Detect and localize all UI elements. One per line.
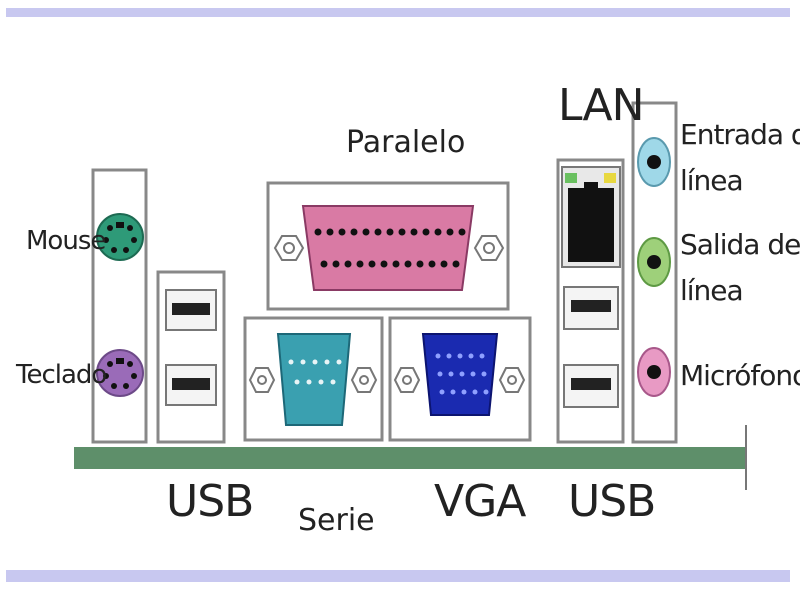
serial-screw-left	[248, 367, 276, 393]
lan-led-activity	[604, 173, 616, 183]
parallel-pin	[344, 260, 352, 268]
mouse-label: Mouse	[26, 226, 106, 256]
parallel-pin	[422, 228, 430, 236]
vga-label: VGA	[434, 476, 526, 527]
serial-port	[276, 333, 352, 426]
serial-label: Serie	[298, 503, 375, 538]
parallel-pin	[428, 260, 436, 268]
parallel-pin	[320, 260, 328, 268]
parallel-pin	[440, 260, 448, 268]
line-out-jack	[637, 237, 671, 287]
usb-left-port-2	[165, 364, 217, 406]
lan-port	[561, 166, 621, 268]
line-out-label: Salida de línea	[680, 228, 800, 307]
parallel-pin	[392, 260, 400, 268]
parallel-pin	[356, 260, 364, 268]
microphone-jack	[637, 347, 671, 397]
vga-port	[421, 333, 499, 416]
mouse-port	[96, 213, 144, 261]
microphone-label: Micrófono	[680, 359, 800, 392]
parallel-pin	[314, 228, 322, 236]
parallel-pin	[326, 228, 334, 236]
parallel-pin	[332, 260, 340, 268]
usb-right-label: USB	[568, 476, 656, 527]
parallel-pin	[368, 260, 376, 268]
parallel-pin	[404, 260, 412, 268]
parallel-pin	[434, 228, 442, 236]
motherboard-edge	[74, 447, 746, 469]
parallel-screw-right	[473, 235, 505, 261]
parallel-label: Paralelo	[346, 125, 466, 160]
serial-screw-right	[350, 367, 378, 393]
parallel-pin	[338, 228, 346, 236]
ps2-housing	[91, 168, 148, 444]
parallel-pin	[416, 260, 424, 268]
parallel-pin	[446, 228, 454, 236]
line-in-jack	[637, 137, 671, 187]
parallel-pin	[374, 228, 382, 236]
vga-screw-right	[498, 367, 526, 393]
parallel-pin	[380, 260, 388, 268]
parallel-pin	[452, 260, 460, 268]
keyboard-port	[96, 349, 144, 397]
line-in-label: Entrada de línea	[680, 118, 800, 197]
vga-screw-left	[393, 367, 421, 393]
usb-left-label: USB	[166, 476, 254, 527]
parallel-pin	[410, 228, 418, 236]
frame	[6, 8, 790, 582]
lan-led-link	[565, 173, 577, 183]
parallel-pin	[458, 228, 466, 236]
parallel-pin	[398, 228, 406, 236]
parallel-pin	[386, 228, 394, 236]
parallel-pin	[350, 228, 358, 236]
keyboard-label: Teclado	[16, 360, 107, 390]
usb-right-port-1	[563, 286, 619, 330]
usb-left-port-1	[165, 289, 217, 331]
parallel-pin	[362, 228, 370, 236]
parallel-screw-left	[273, 235, 305, 261]
parallel-port	[301, 205, 475, 291]
lan-label: LAN	[558, 80, 645, 131]
usb-right-port-2	[563, 364, 619, 408]
